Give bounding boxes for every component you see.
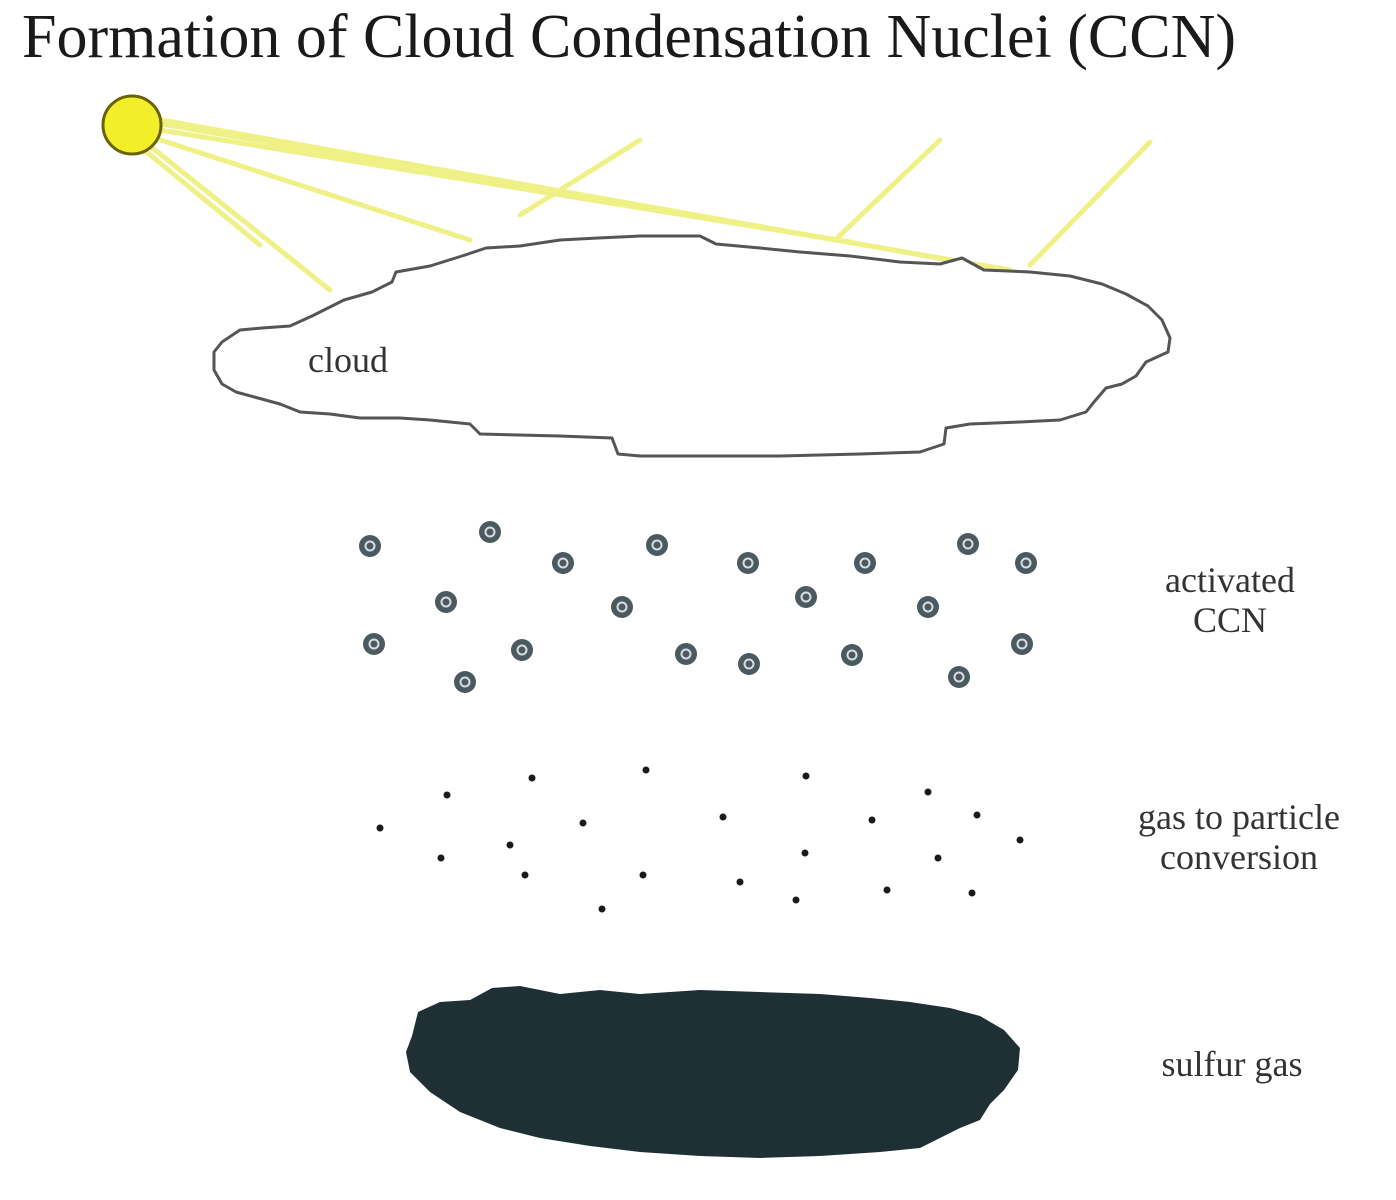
activated-ccn-particle [646, 534, 668, 556]
activated-ccn-particle [479, 521, 501, 543]
activated-ccn-particle [795, 586, 817, 608]
cloud-shape [212, 234, 1172, 458]
gas-conversion-label: gas to particle conversion [1104, 797, 1374, 877]
activated-ccn-label-line1: activated [1165, 560, 1295, 600]
gas-particle-dot [968, 889, 976, 897]
gas-particle-dot [443, 791, 451, 799]
gas-particle-dot [792, 896, 800, 904]
activated-ccn-particle [737, 552, 759, 574]
gas-particle-dot [642, 766, 650, 774]
gas-particle-dot [528, 774, 536, 782]
activated-ccn-particle [1015, 552, 1037, 574]
activated-ccn-label-line2: CCN [1192, 600, 1268, 640]
activated-ccn-particle [854, 552, 876, 574]
activated-ccn-particle [363, 633, 385, 655]
sun-rays [135, 115, 1153, 293]
activated-ccn-particle [948, 666, 970, 688]
activated-ccn-particle [435, 591, 457, 613]
sun-ray [832, 137, 943, 243]
sun-ray [517, 137, 643, 218]
gas-particle-dot [801, 849, 809, 857]
activated-ccn-particle [611, 596, 633, 618]
sun-ray [145, 125, 853, 245]
gas-particle-dot [506, 841, 514, 849]
sun-ray [137, 135, 333, 293]
gas-particle-dot [883, 886, 891, 894]
activated-ccn-label: activated CCN [1120, 560, 1340, 640]
activated-ccn-particle [1011, 633, 1033, 655]
gas-conversion-label-line1: gas to particle [1138, 797, 1340, 837]
gas-particle-group [376, 766, 1024, 913]
diagram-title: Formation of Cloud Condensation Nuclei (… [22, 3, 1237, 71]
activated-ccn-particle [675, 643, 697, 665]
gas-particle-dot [934, 854, 942, 862]
activated-ccn-particle [738, 653, 760, 675]
sulfur-gas-label: sulfur gas [1161, 1044, 1303, 1084]
sun-ray [135, 142, 263, 248]
activated-ccn-particle [359, 535, 381, 557]
activated-ccn-particle [552, 552, 574, 574]
activated-ccn-particle [454, 671, 476, 693]
sun-ray [142, 132, 473, 243]
gas-particle-dot [736, 878, 744, 886]
gas-particle-dot [719, 813, 727, 821]
cloud-label: cloud [308, 340, 388, 380]
gas-particle-dot [868, 816, 876, 824]
sun-icon [101, 94, 163, 156]
activated-ccn-particle [917, 596, 939, 618]
sun-ray [1027, 139, 1153, 268]
gas-particle-dot [639, 871, 647, 879]
gas-particle-dot [437, 854, 445, 862]
gas-particle-dot [973, 811, 981, 819]
activated-ccn-group [359, 521, 1037, 693]
gas-particle-dot [579, 819, 587, 827]
gas-particle-dot [598, 905, 606, 913]
gas-particle-dot [376, 824, 384, 832]
gas-particle-dot [1016, 836, 1024, 844]
activated-ccn-particle [957, 533, 979, 555]
gas-particle-dot [802, 772, 810, 780]
activated-ccn-particle [511, 639, 533, 661]
gas-conversion-label-line2: conversion [1160, 837, 1318, 877]
gas-particle-dot [521, 871, 529, 879]
gas-particle-dot [924, 788, 932, 796]
activated-ccn-particle [841, 644, 863, 666]
sulfur-gas-blob [406, 986, 1020, 1158]
